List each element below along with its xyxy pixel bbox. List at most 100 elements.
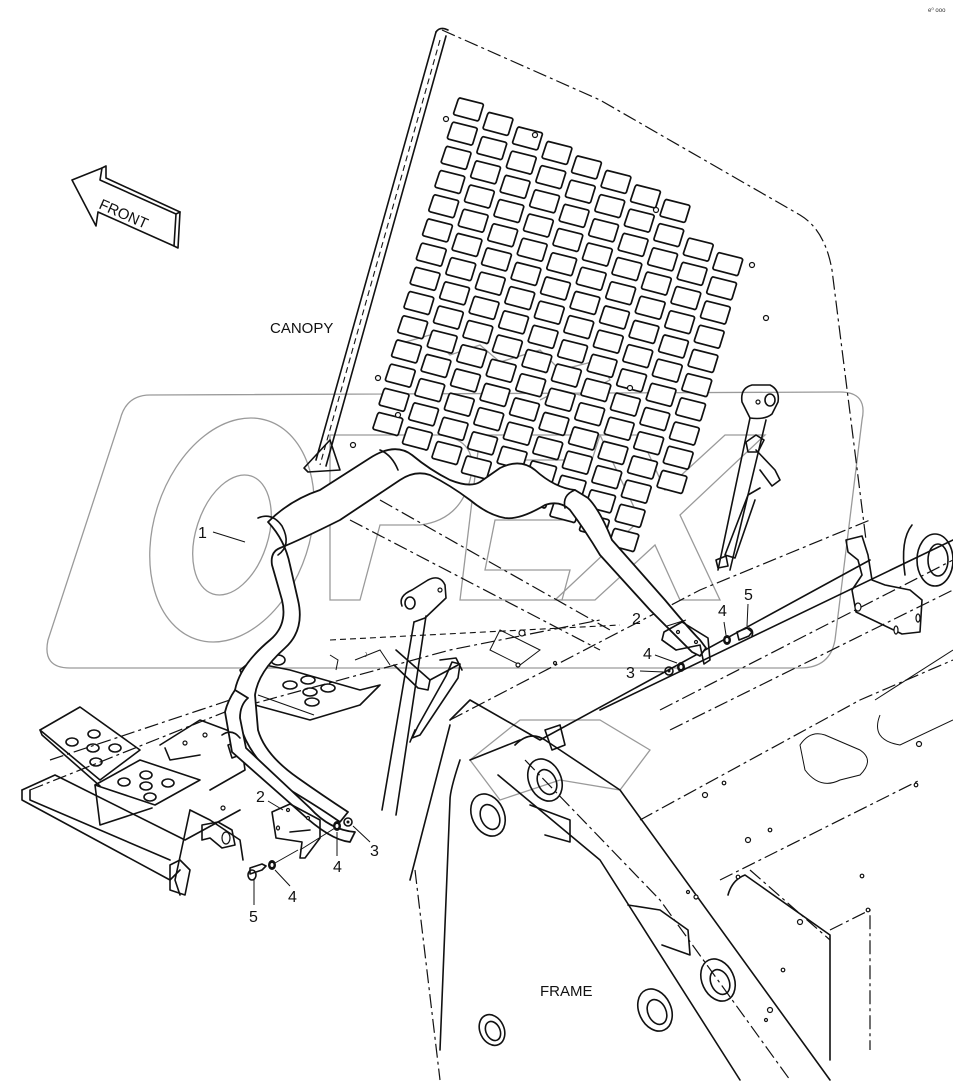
mesh-opening <box>556 339 589 364</box>
mesh-opening <box>437 416 469 442</box>
mesh-opening <box>434 169 466 195</box>
mesh-opening <box>480 247 513 272</box>
mesh-opening <box>699 300 732 325</box>
washer-4-right-lower <box>677 662 685 672</box>
nut-3-right <box>664 666 674 676</box>
callout-2-right: 2 <box>632 611 641 628</box>
mesh-opening <box>541 140 573 166</box>
mesh-opening <box>474 271 506 296</box>
bushing-2 <box>469 793 507 837</box>
frame-body: FRAME <box>29 499 953 1081</box>
callout-2-left: 2 <box>256 789 265 806</box>
mesh-opening <box>674 397 707 422</box>
mesh-opening <box>491 334 524 359</box>
mesh-opening <box>622 343 654 369</box>
frame-holes <box>685 740 923 1023</box>
mesh-opening <box>522 213 555 238</box>
mesh-opening <box>428 193 460 219</box>
bolt-5-right <box>736 627 754 641</box>
mesh-opening <box>421 218 454 243</box>
support-arm <box>381 577 463 816</box>
bushing-3 <box>699 958 737 1002</box>
mesh-opening <box>600 169 632 195</box>
mesh-opening <box>469 160 502 185</box>
mesh-opening <box>516 237 548 262</box>
mesh-opening <box>693 324 725 349</box>
canopy-mesh <box>372 97 744 553</box>
mesh-opening <box>626 455 659 480</box>
mesh-opening <box>533 300 565 325</box>
mesh-opening <box>462 319 494 345</box>
mesh-opening <box>476 135 508 161</box>
mesh-opening <box>567 426 600 451</box>
bolt-5-left <box>247 863 267 881</box>
callout-3-right: 3 <box>626 665 635 682</box>
mesh-opening <box>378 387 410 413</box>
mesh-opening <box>656 469 688 495</box>
mesh-opening <box>456 343 488 369</box>
mesh-opening <box>574 401 606 427</box>
mesh-opening <box>633 430 665 456</box>
mesh-opening <box>609 392 642 417</box>
mesh-opening <box>426 329 458 354</box>
canopy-bolt-holes <box>349 115 770 449</box>
mesh-opening <box>614 503 646 529</box>
mesh-opening <box>466 431 499 456</box>
mesh-opening <box>581 242 614 267</box>
mesh-opening <box>687 348 719 374</box>
mesh-opening <box>449 368 482 393</box>
mesh-opening <box>617 232 649 258</box>
callout-1: 1 <box>198 525 207 542</box>
canopy-panel <box>303 27 867 553</box>
mesh-opening <box>712 251 744 277</box>
mesh-opening <box>634 295 666 320</box>
part-1-grab-handle <box>221 448 707 843</box>
mesh-opening <box>705 276 738 301</box>
mesh-opening <box>420 353 452 379</box>
front-direction-arrow: FRONT <box>71 165 181 249</box>
mesh-opening <box>580 377 612 403</box>
mesh-opening <box>504 285 536 311</box>
mesh-opening <box>535 164 567 190</box>
mesh-opening <box>431 440 463 466</box>
pedal-right-holes <box>117 770 175 802</box>
mesh-opening <box>620 479 652 504</box>
mesh-opening <box>457 208 489 233</box>
mesh-opening <box>432 305 465 330</box>
mesh-opening <box>510 261 542 287</box>
mesh-opening <box>615 368 648 393</box>
mesh-opening <box>502 421 534 446</box>
mesh-opening <box>397 314 429 340</box>
callout-5-right: 5 <box>744 587 753 604</box>
mesh-opening <box>558 203 590 229</box>
mesh-opening <box>676 261 708 287</box>
mesh-opening <box>598 305 631 330</box>
bushing-4 <box>636 988 674 1032</box>
washer-4-right-upper <box>723 635 731 645</box>
washer-4-left-b <box>268 860 276 870</box>
mesh-opening <box>586 353 618 379</box>
mesh-opening <box>515 372 547 398</box>
mesh-opening <box>605 280 637 306</box>
mesh-opening <box>401 426 434 451</box>
mesh-opening <box>508 397 541 422</box>
mesh-opening <box>550 363 583 388</box>
washer-4-left-a <box>333 821 341 831</box>
mesh-opening <box>659 198 691 224</box>
mesh-opening <box>539 276 572 301</box>
canopy-latch-linkage <box>715 384 781 571</box>
bushing-1 <box>526 758 564 802</box>
mesh-opening <box>384 363 416 388</box>
mesh-opening <box>479 382 511 408</box>
mesh-opening <box>487 222 519 248</box>
mesh-opening <box>443 392 475 417</box>
mesh-opening <box>552 227 584 253</box>
mesh-opening <box>640 271 673 296</box>
mesh-opening <box>407 402 440 427</box>
callout-3-left: 3 <box>370 843 379 860</box>
mesh-opening <box>528 189 561 214</box>
mesh-opening <box>538 411 570 437</box>
mesh-opening <box>485 358 517 383</box>
mesh-opening <box>651 358 683 383</box>
